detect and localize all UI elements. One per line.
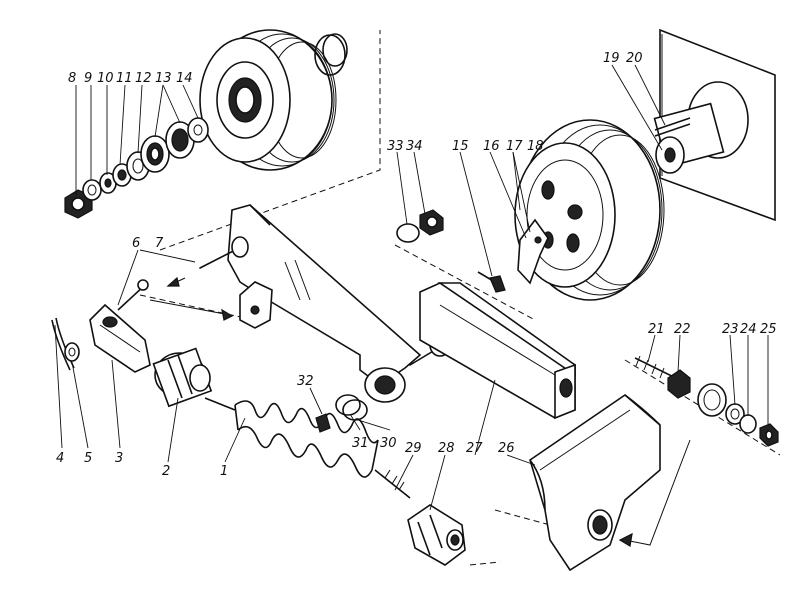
tension-bolt-21	[634, 355, 779, 447]
label-27: 27	[466, 441, 483, 456]
label-22: 22	[674, 322, 691, 337]
assembly-arrows	[149, 276, 691, 547]
drive-pulley-right	[514, 119, 665, 301]
label-2: 2	[162, 464, 170, 479]
clevis-link	[51, 279, 151, 373]
label-21: 21	[648, 322, 665, 337]
label-33: 33	[387, 139, 404, 154]
label-17: 17	[506, 139, 523, 154]
label-15: 15	[452, 139, 469, 154]
bolt-15	[477, 271, 506, 293]
label-30: 30	[380, 436, 397, 451]
label-26: 26	[498, 441, 515, 456]
bracket-26	[529, 393, 661, 572]
label-23: 23	[722, 322, 739, 337]
label-4: 4	[56, 451, 64, 466]
circlip-top	[314, 33, 348, 76]
part-labels: 8 9 10 11 12 13 14 19 20 33 34 15 16 17 …	[56, 51, 777, 479]
label-13: 13	[155, 71, 172, 86]
tension-pulley-top	[199, 29, 337, 171]
grease-fitting-32	[315, 413, 331, 433]
label-19: 19	[603, 51, 620, 66]
nut-washer-33-34	[396, 209, 444, 243]
label-16: 16	[483, 139, 500, 154]
label-34: 34	[406, 139, 423, 154]
washers-30-31	[335, 394, 368, 421]
label-18: 18	[527, 139, 544, 154]
label-31: 31	[352, 436, 369, 451]
label-24: 24	[740, 322, 757, 337]
label-29: 29	[405, 441, 422, 456]
label-5: 5	[84, 451, 92, 466]
engine-wall-mount	[653, 28, 776, 222]
label-20: 20	[626, 51, 643, 66]
label-7: 7	[155, 236, 164, 251]
leader-lines	[54, 64, 769, 511]
adjusting-nut-28	[407, 504, 466, 566]
label-25: 25	[760, 322, 777, 337]
label-10: 10	[97, 71, 114, 86]
label-11: 11	[116, 71, 133, 86]
label-14: 14	[176, 71, 193, 86]
label-3: 3	[115, 451, 123, 466]
label-32: 32	[297, 374, 314, 389]
label-9: 9	[84, 71, 92, 86]
label-1: 1	[220, 464, 228, 479]
label-6: 6	[132, 236, 140, 251]
parts-stack-8-14	[64, 117, 209, 219]
adjusting-nut-2	[152, 347, 213, 408]
guide-box	[419, 282, 576, 420]
label-12: 12	[135, 71, 152, 86]
label-8: 8	[68, 71, 76, 86]
label-28: 28	[438, 441, 455, 456]
